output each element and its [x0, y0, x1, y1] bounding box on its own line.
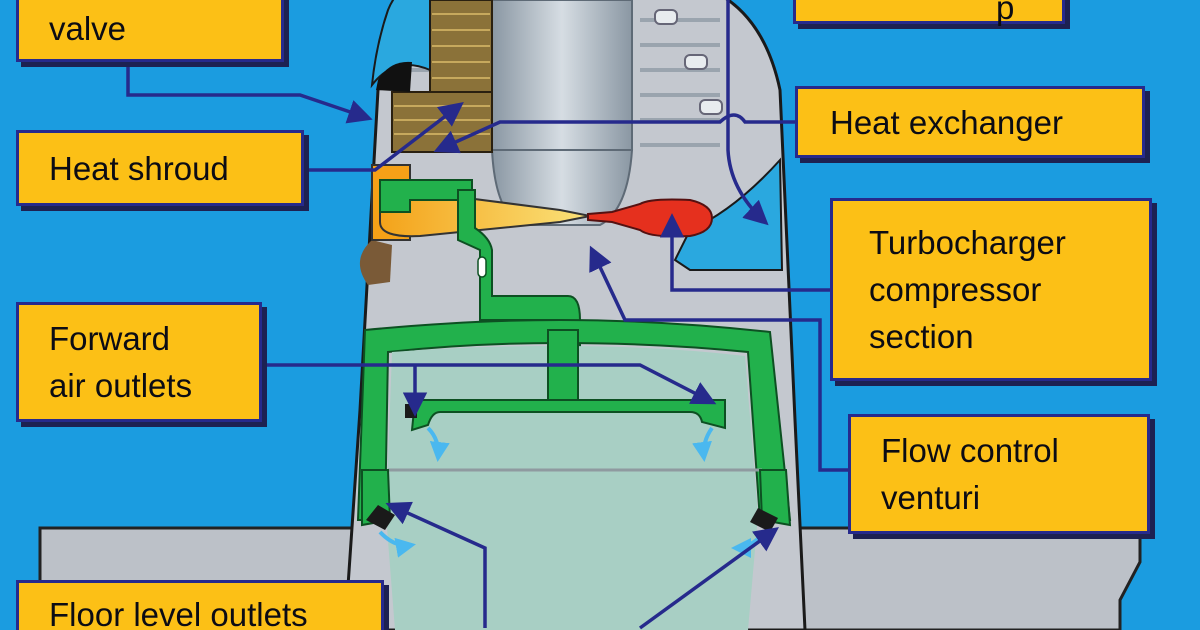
label-top-right-line-1: p [996, 0, 1015, 26]
label-floor-level-outlets-line-1: Floor level outlets [49, 596, 308, 630]
label-flow-control-venturi-line-2: venturi [881, 479, 981, 516]
air-intakes [370, 0, 784, 272]
label-heat-shroud-line-1: Heat shroud [49, 150, 229, 187]
label-forward-air-outlets-line-1: Forward [49, 320, 171, 357]
air-flow-arrows [378, 426, 764, 558]
label-top-right: p [793, 0, 1065, 24]
label-flow-control-venturi: Flow control venturi [848, 414, 1150, 534]
label-floor-level-outlets: Floor level outlets [16, 580, 384, 630]
label-heat-exchanger-line-1: Heat exchanger [830, 104, 1063, 141]
label-flow-control-venturi-line-1: Flow control [881, 432, 1059, 469]
label-forward-air-outlets-line-2: air outlets [49, 367, 193, 404]
label-forward-air-outlets: Forward air outlets [16, 302, 262, 422]
label-heat-exchanger: Heat exchanger [795, 86, 1145, 158]
label-turbocharger-line-2: compressor [869, 271, 1042, 308]
cabin-area [386, 346, 762, 630]
label-valve: valve [16, 0, 284, 62]
label-turbocharger-compressor-section: Turbocharger compressor section [830, 198, 1152, 381]
label-heat-shroud: Heat shroud [16, 130, 304, 206]
label-valve-line-1: valve [49, 10, 127, 47]
label-turbocharger-line-1: Turbocharger [869, 224, 1066, 261]
label-turbocharger-line-3: section [869, 318, 974, 355]
leader-lines [126, 0, 848, 630]
engine-cylinder [410, 0, 723, 226]
